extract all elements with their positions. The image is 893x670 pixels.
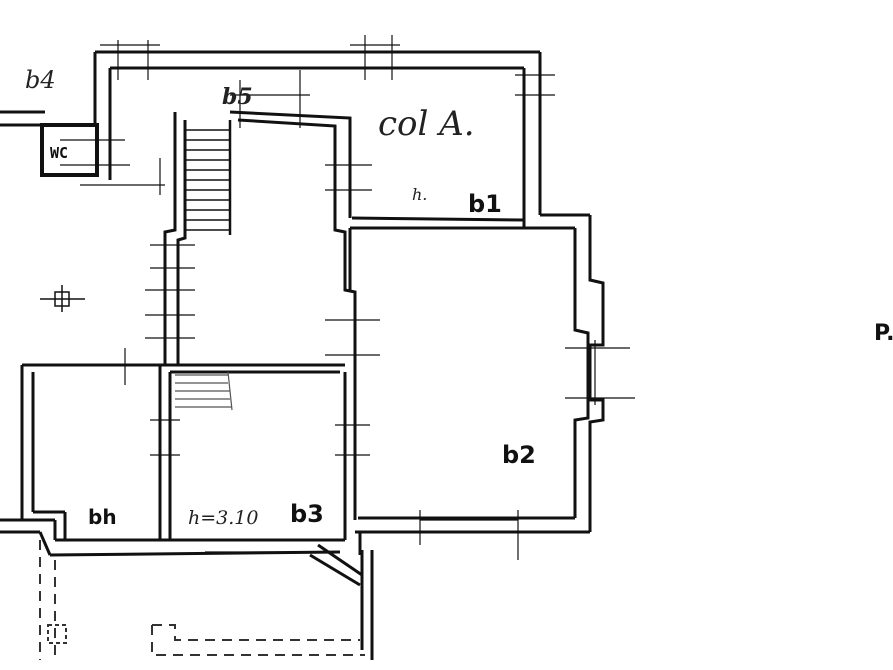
label-b2: b2 <box>502 441 536 469</box>
staircase-lower <box>175 371 233 411</box>
label-h-value: h=3.10 <box>188 507 258 529</box>
staircase-upper <box>185 120 232 235</box>
label-b1: b1 <box>468 190 502 218</box>
label-wc: WC <box>50 144 68 162</box>
label-b4: b4 <box>25 66 56 94</box>
column-symbol <box>40 285 85 312</box>
label-b3: b3 <box>290 500 324 528</box>
outer-walls <box>0 50 605 557</box>
label-h-small: h. <box>412 185 427 204</box>
label-b5: b5 <box>222 84 253 110</box>
label-bh: bh <box>88 505 117 529</box>
window-marks <box>60 35 635 560</box>
edge-letter: P. <box>874 321 893 346</box>
interior-walls <box>20 110 525 540</box>
entrance-wall <box>309 543 374 660</box>
hand-note: col A. <box>378 104 475 144</box>
terrace-outline <box>39 540 365 660</box>
